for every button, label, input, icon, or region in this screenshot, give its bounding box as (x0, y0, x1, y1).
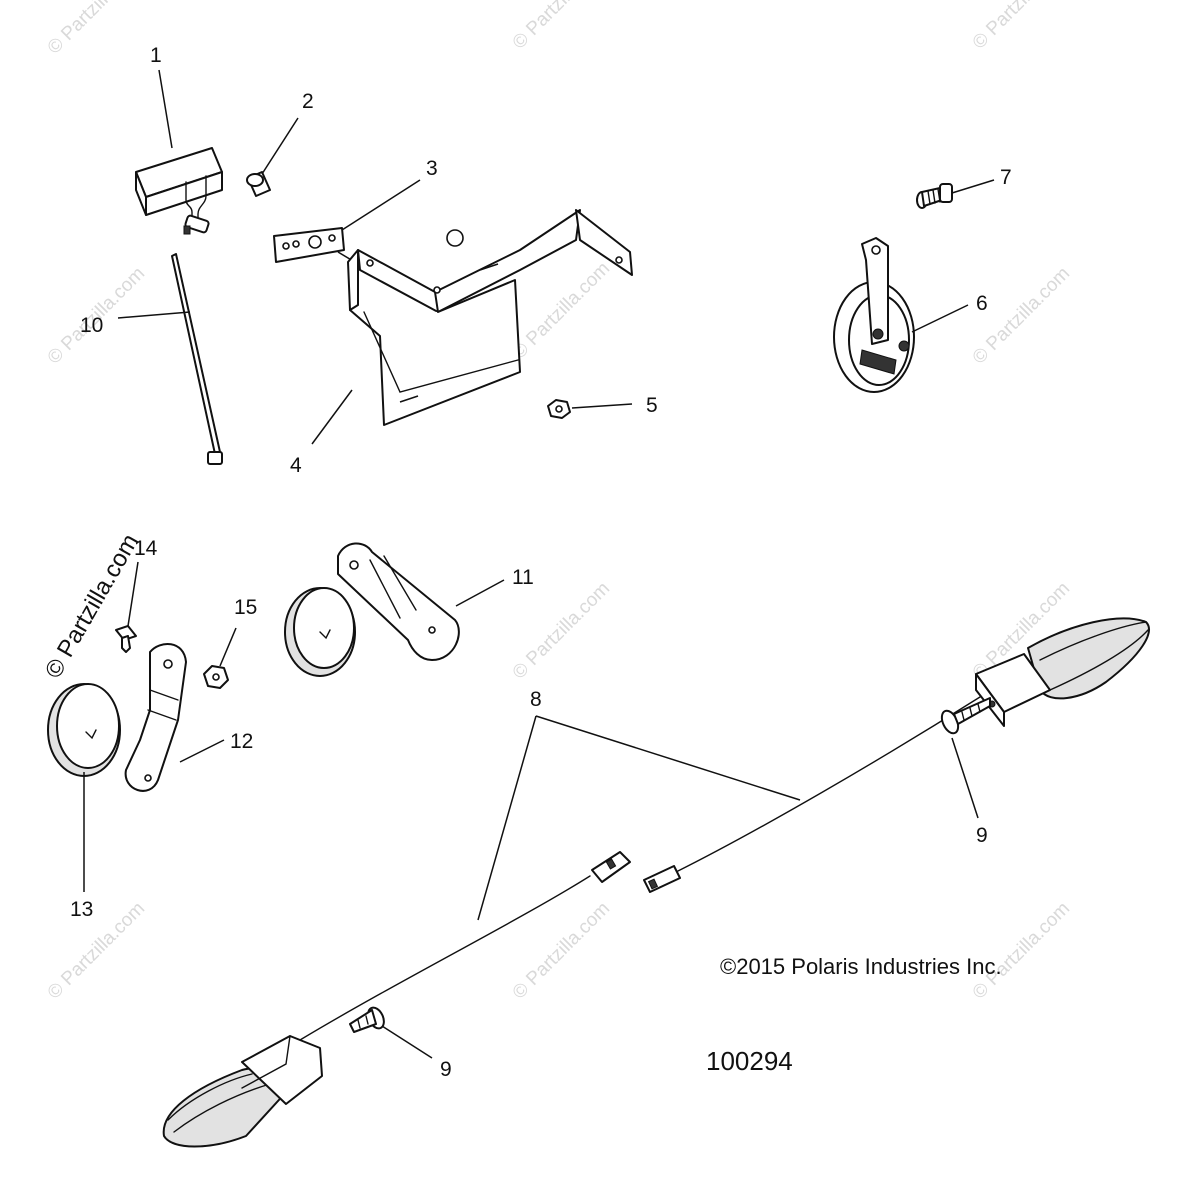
part-11-reflector-bracket (337, 542, 460, 661)
part-12-reflector-bracket (124, 643, 187, 792)
callout-number: 14 (134, 537, 158, 560)
callout-9-left: 9 (381, 1025, 452, 1081)
callout-number: 9 (976, 824, 988, 847)
callout-number: 6 (976, 292, 988, 315)
callout-8: 8 (477, 688, 801, 921)
part-8-turn-signals (162, 617, 1150, 1148)
part-9-screw-left (349, 1006, 385, 1033)
watermark-layer: © Partzilla.com © Partzilla.com © Partzi… (44, 0, 1074, 1004)
callout-4: 4 (290, 389, 353, 477)
callout-5: 5 (571, 394, 658, 417)
part-3-plate (273, 227, 345, 263)
part-7-bolt (916, 183, 953, 209)
callout-number: 15 (234, 596, 257, 619)
callout-number: 12 (230, 730, 253, 753)
callout-number: 3 (426, 157, 438, 180)
watermark: © Partzilla.com (969, 898, 1074, 1003)
callout-number: 4 (290, 454, 302, 477)
copyright-notice: ©2015 Polaris Industries Inc. (720, 954, 1002, 979)
callout-number: 11 (512, 566, 534, 589)
callout-number: 10 (80, 314, 103, 337)
callout-number: 13 (70, 898, 93, 921)
callout-number: 9 (440, 1058, 452, 1081)
callout-number: 7 (1000, 166, 1012, 189)
callout-7: 7 (951, 166, 1012, 194)
callout-11: 11 (455, 566, 534, 607)
callout-12: 12 (179, 730, 253, 763)
part-13-reflector (47, 683, 121, 777)
watermark: © Partzilla.com (509, 0, 614, 54)
callout-13: 13 (70, 772, 93, 921)
watermark: © Partzilla.com (509, 258, 614, 363)
watermark-prominent: © Partzilla.com (40, 529, 144, 683)
callout-14: 14 (127, 537, 158, 627)
part-1-license-light (135, 147, 223, 235)
part-2-spacer (246, 171, 271, 197)
drawing-number: 100294 (706, 1046, 793, 1076)
part-reflector-upper (284, 587, 356, 677)
watermark: © Partzilla.com (969, 0, 1074, 54)
callout-15: 15 (219, 596, 257, 667)
watermark: © Partzilla.com (509, 578, 614, 683)
callout-number: 8 (530, 688, 542, 711)
part-9-screw-right (940, 697, 991, 735)
watermark: © Partzilla.com (969, 263, 1074, 368)
watermark: © Partzilla.com (44, 898, 149, 1003)
callout-10: 10 (80, 311, 191, 337)
part-4-bracket (347, 209, 633, 426)
watermark: © Partzilla.com (44, 0, 149, 59)
callout-9-right: 9 (951, 737, 988, 847)
callout-number: 1 (150, 44, 162, 67)
callout-2: 2 (261, 90, 314, 175)
part-5-nut (547, 399, 571, 419)
callout-number: 2 (302, 90, 314, 113)
part-10-cable-tie (171, 253, 223, 465)
callout-6: 6 (911, 292, 988, 333)
callout-1: 1 (150, 44, 173, 149)
part-6-horn (833, 237, 915, 393)
callout-number: 5 (646, 394, 658, 417)
part-14-push-rivet (115, 625, 137, 653)
part-15-nut (203, 665, 229, 689)
